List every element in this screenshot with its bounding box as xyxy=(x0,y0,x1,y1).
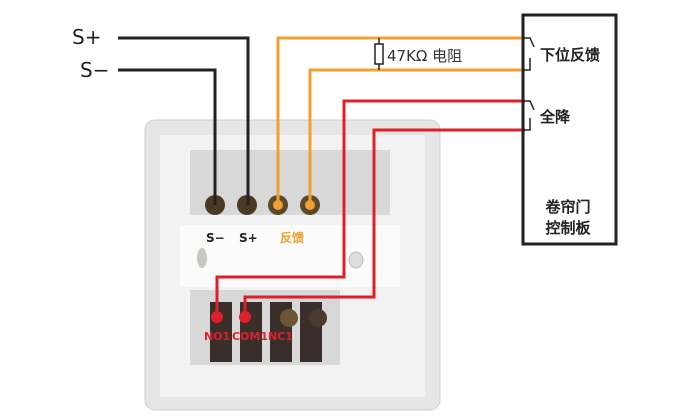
full-down-switch-label: 全降 xyxy=(539,108,571,126)
resistor-label: 47KΩ 电阻 xyxy=(387,47,462,65)
terminal-feedback-label: 反馈 xyxy=(280,230,304,245)
relay-wire-com1 xyxy=(243,128,525,317)
s-plus-wire xyxy=(118,36,250,205)
terminal-com1-label: COM1 xyxy=(232,330,268,343)
feedback-wire-1 xyxy=(276,36,525,205)
module-plate xyxy=(144,119,441,411)
terminal-nc1-label: NC1 xyxy=(268,330,293,343)
terminal-s-plus-label: S+ xyxy=(239,231,258,245)
full-down-switch-icon xyxy=(524,100,535,131)
feedback-switch-label: 下位反馈 xyxy=(540,46,600,64)
control-board-label-1: 卷帘门 xyxy=(544,198,590,216)
relay-wire-no1 xyxy=(215,99,525,317)
s-minus-label: S− xyxy=(80,58,109,82)
control-board-label-2: 控制板 xyxy=(545,219,591,237)
terminal-s-minus-label: S− xyxy=(206,231,225,245)
terminal-screws xyxy=(205,195,327,362)
terminal-no1-label: NO1 xyxy=(204,330,230,343)
feedback-switch-icon xyxy=(524,37,535,71)
resistor-icon xyxy=(374,38,384,70)
s-plus-label: S+ xyxy=(72,25,101,49)
feedback-wire-2 xyxy=(308,68,525,205)
s-minus-wire xyxy=(118,68,217,205)
control-board-box xyxy=(521,13,618,246)
